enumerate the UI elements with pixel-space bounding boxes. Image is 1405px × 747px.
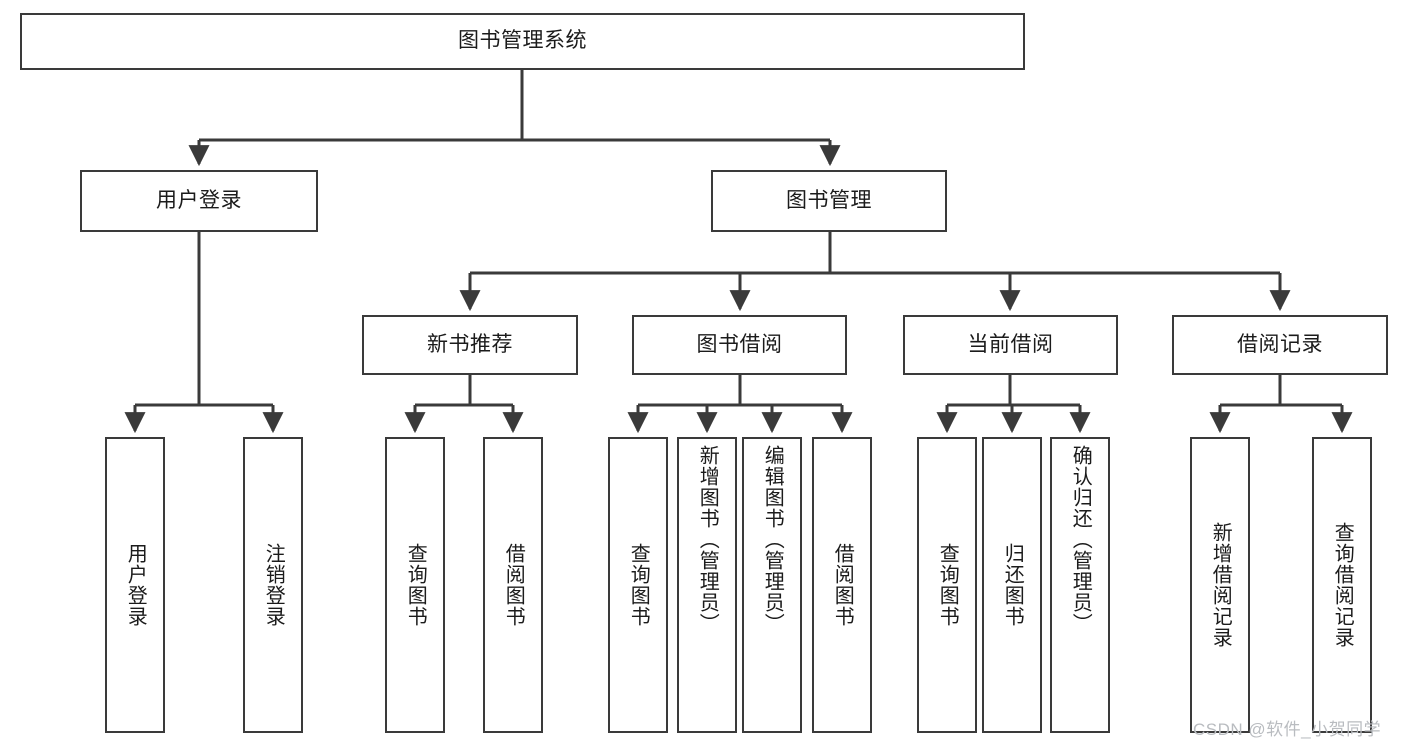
node-user-login[interactable]: 用户登录 xyxy=(80,170,318,232)
node-leaf-add-borrow-record-label: 新增借阅记录 xyxy=(1209,522,1232,648)
node-leaf-return-book-label: 归还图书 xyxy=(1001,543,1024,627)
node-leaf-edit-book-admin-label: 编辑图书（管理员） xyxy=(761,445,784,634)
node-current-borrow[interactable]: 当前借阅 xyxy=(903,315,1118,375)
node-leaf-borrow-book-rec-label: 借阅图书 xyxy=(502,543,525,627)
node-leaf-query-book-rec[interactable]: 查询图书 xyxy=(385,437,445,733)
node-user-login-label: 用户登录 xyxy=(156,188,242,212)
node-leaf-user-login[interactable]: 用户登录 xyxy=(105,437,165,733)
node-root-label: 图书管理系统 xyxy=(458,29,587,53)
node-leaf-query-borrow-record-label: 查询借阅记录 xyxy=(1331,522,1354,648)
node-borrow-record[interactable]: 借阅记录 xyxy=(1172,315,1388,375)
csdn-watermark: CSDN @软件_小贺同学 xyxy=(1193,720,1382,739)
node-leaf-user-logout-label: 注销登录 xyxy=(262,543,285,627)
node-leaf-add-book-admin[interactable]: 新增图书（管理员） xyxy=(677,437,737,733)
node-leaf-return-book[interactable]: 归还图书 xyxy=(982,437,1042,733)
node-leaf-add-borrow-record[interactable]: 新增借阅记录 xyxy=(1190,437,1250,733)
node-leaf-query-book-current-label: 查询图书 xyxy=(936,543,959,627)
node-leaf-confirm-return-admin[interactable]: 确认归还（管理员） xyxy=(1050,437,1110,733)
node-leaf-query-book-rec-label: 查询图书 xyxy=(404,543,427,627)
node-leaf-query-book-borrow-label: 查询图书 xyxy=(627,543,650,627)
node-book-borrow[interactable]: 图书借阅 xyxy=(632,315,847,375)
node-leaf-borrow-book-label: 借阅图书 xyxy=(831,543,854,627)
node-book-borrow-label: 图书借阅 xyxy=(696,332,783,356)
node-book-manage[interactable]: 图书管理 xyxy=(711,170,947,232)
node-leaf-borrow-book[interactable]: 借阅图书 xyxy=(812,437,872,733)
node-leaf-add-book-admin-label: 新增图书（管理员） xyxy=(696,445,719,634)
node-book-manage-label: 图书管理 xyxy=(786,188,872,212)
node-leaf-query-book-current[interactable]: 查询图书 xyxy=(917,437,977,733)
node-borrow-record-label: 借阅记录 xyxy=(1237,332,1323,356)
node-leaf-edit-book-admin[interactable]: 编辑图书（管理员） xyxy=(742,437,802,733)
node-leaf-query-borrow-record[interactable]: 查询借阅记录 xyxy=(1312,437,1372,733)
node-new-book-recommend-label: 新书推荐 xyxy=(427,332,513,356)
node-leaf-confirm-return-admin-label: 确认归还（管理员） xyxy=(1069,445,1092,634)
node-leaf-query-book-borrow[interactable]: 查询图书 xyxy=(608,437,668,733)
node-root[interactable]: 图书管理系统 xyxy=(20,13,1025,70)
node-leaf-borrow-book-rec[interactable]: 借阅图书 xyxy=(483,437,543,733)
node-leaf-user-login-label: 用户登录 xyxy=(124,543,147,627)
node-current-borrow-label: 当前借阅 xyxy=(967,332,1054,356)
node-leaf-user-logout[interactable]: 注销登录 xyxy=(243,437,303,733)
node-new-book-recommend[interactable]: 新书推荐 xyxy=(362,315,578,375)
